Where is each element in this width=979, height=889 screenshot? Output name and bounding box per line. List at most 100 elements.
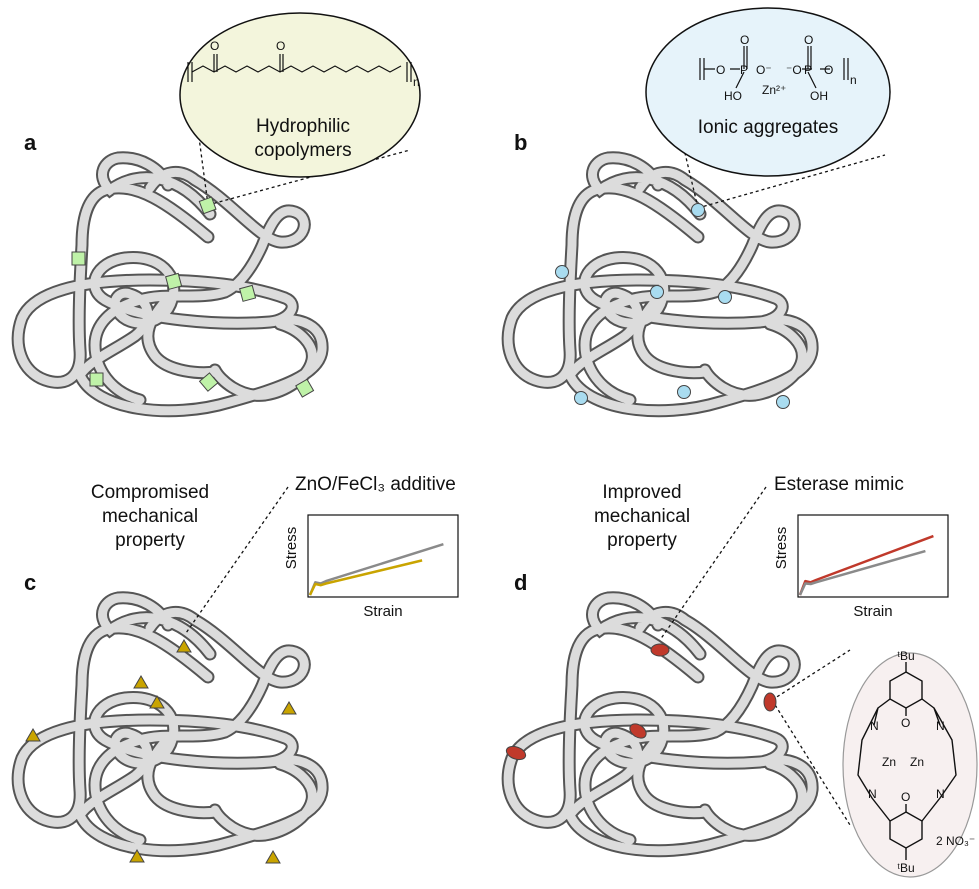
bubble-outline bbox=[842, 652, 978, 878]
blue-circle-icon bbox=[574, 391, 588, 405]
panel-b: b O O P O⁻ HO bbox=[508, 7, 891, 411]
chem-label: HO bbox=[724, 89, 742, 103]
chart-xlabel: Strain bbox=[363, 603, 402, 620]
panel-letter-c: c bbox=[24, 570, 36, 595]
panel-letter-b: b bbox=[514, 130, 527, 155]
bubble-label-line2: copolymers bbox=[254, 140, 351, 161]
red-ellipse-icon bbox=[629, 723, 647, 739]
property-title-line1: Compromised bbox=[91, 482, 209, 503]
phosphate-structure bbox=[699, 46, 849, 89]
bubble-hydrophilic: O O n Hydrophilic copolymers bbox=[179, 12, 421, 178]
zinc-ion-label: Zn²⁺ bbox=[762, 83, 786, 97]
chem-label: O bbox=[740, 33, 749, 47]
additive-label: Esterase mimic bbox=[774, 474, 904, 495]
marker-triangles bbox=[25, 639, 297, 864]
chart-xlabel: Strain bbox=[853, 603, 892, 620]
stress-strain-chart-c: Stress Strain bbox=[283, 514, 459, 620]
chart-series-group bbox=[308, 543, 444, 596]
chart-frame bbox=[307, 514, 459, 598]
marker-ellipses bbox=[505, 643, 777, 761]
property-title-line3: property bbox=[607, 530, 677, 551]
chem-label: P bbox=[804, 63, 812, 77]
nitrogen-label: N bbox=[936, 787, 945, 801]
zoom-line-bottom bbox=[771, 699, 851, 826]
polymer-coil-b bbox=[508, 158, 812, 411]
blue-circle-icon bbox=[776, 395, 790, 409]
panel-letter-d: d bbox=[514, 570, 527, 595]
green-square-icon bbox=[198, 372, 219, 392]
marker-squares bbox=[71, 196, 315, 398]
bubble-label: Ionic aggregates bbox=[698, 117, 839, 138]
bubble-label-line1: Hydrophilic bbox=[256, 116, 350, 137]
copolymer-structure bbox=[187, 54, 412, 82]
marker-circles bbox=[555, 203, 790, 409]
panel-a: a O O n Hydr bbox=[18, 12, 421, 411]
chem-label: O bbox=[804, 33, 813, 47]
property-title-line2: mechanical bbox=[594, 506, 690, 527]
polymer-coil-d bbox=[508, 598, 812, 851]
yellow-triangle-icon bbox=[129, 849, 145, 863]
red-ellipse-icon bbox=[505, 745, 527, 761]
red-ellipse-icon bbox=[763, 692, 777, 712]
repeat-subscript: n bbox=[850, 73, 857, 87]
yellow-triangle-icon bbox=[265, 850, 281, 864]
property-title-line1: Improved bbox=[602, 482, 681, 503]
blue-circle-icon bbox=[718, 290, 732, 304]
chem-label: O bbox=[824, 63, 833, 77]
panel-letter-a: a bbox=[24, 130, 37, 155]
yellow-triangle-icon bbox=[281, 701, 297, 715]
zinc-label: Zn bbox=[882, 755, 896, 769]
chart-series-line-1 bbox=[308, 559, 423, 596]
polymer-coil-c bbox=[18, 598, 322, 851]
structure-o-label: O bbox=[276, 39, 285, 53]
chem-label: OH bbox=[810, 89, 828, 103]
counterion-label: 2 NO₃⁻ bbox=[936, 834, 975, 848]
repeat-subscript: n bbox=[413, 75, 420, 89]
bubble-outline bbox=[645, 7, 891, 177]
tbu-label: ᵗBu bbox=[897, 649, 914, 663]
yellow-triangle-icon bbox=[133, 675, 149, 689]
chem-label: O⁻ bbox=[756, 63, 772, 77]
nitrogen-label: N bbox=[868, 787, 877, 801]
zinc-label: Zn bbox=[910, 755, 924, 769]
bubble-outline bbox=[179, 12, 421, 178]
property-title-line3: property bbox=[115, 530, 185, 551]
tbu-label: ᵗBu bbox=[897, 861, 914, 875]
stress-strain-chart-d: Stress Strain bbox=[773, 514, 949, 620]
blue-circle-icon bbox=[555, 265, 569, 279]
structure-o-label: O bbox=[210, 39, 219, 53]
green-square-icon bbox=[295, 378, 315, 398]
yellow-triangle-icon bbox=[25, 728, 41, 742]
oxygen-label: O bbox=[901, 716, 910, 730]
zoom-line-right bbox=[697, 154, 886, 209]
chem-label: ⁻O bbox=[786, 63, 802, 77]
chem-label: P bbox=[740, 63, 748, 77]
chart-ylabel: Stress bbox=[773, 527, 790, 570]
panel-c: c Compromised mechanical property ZnO/Fe… bbox=[18, 474, 459, 864]
chart-series-group bbox=[798, 534, 934, 596]
macrocycle-structure bbox=[857, 662, 957, 860]
additive-label: ZnO/FeCl₃ additive bbox=[295, 474, 456, 495]
green-square-icon bbox=[71, 251, 86, 266]
property-title-line2: mechanical bbox=[102, 506, 198, 527]
chart-series-line-1 bbox=[798, 549, 926, 596]
nitrogen-label: N bbox=[936, 719, 945, 733]
blue-circle-icon bbox=[691, 203, 705, 217]
oxygen-label: O bbox=[901, 790, 910, 804]
leader-line bbox=[185, 486, 289, 634]
blue-circle-icon bbox=[677, 385, 691, 399]
chart-frame bbox=[797, 514, 949, 598]
green-square-icon bbox=[89, 372, 104, 387]
zinc-complex-bubble: ᵗBu ᵗBu N N N N O O Zn Zn 2 NO₃⁻ bbox=[842, 649, 978, 878]
green-square-icon bbox=[198, 196, 217, 215]
nitrogen-label: N bbox=[870, 719, 879, 733]
red-ellipse-icon bbox=[650, 643, 670, 657]
green-square-icon bbox=[239, 284, 257, 302]
bubble-ionic: O O P O⁻ HO ⁻O O P O OH Zn²⁺ n Ionic agg… bbox=[645, 7, 891, 177]
leader-line bbox=[659, 486, 767, 641]
green-square-icon bbox=[165, 272, 183, 290]
yellow-triangle-icon bbox=[176, 639, 192, 653]
chem-label: O bbox=[716, 63, 725, 77]
chart-ylabel: Stress bbox=[283, 527, 300, 570]
